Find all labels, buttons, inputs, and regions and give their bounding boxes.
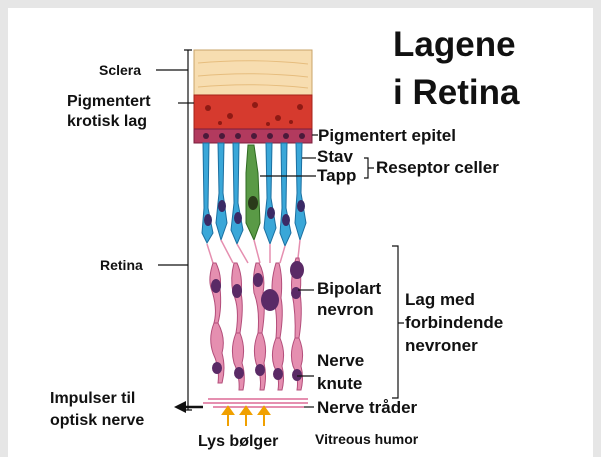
title-line-1: Lagene xyxy=(393,25,516,64)
label-connecting-3: nevroner xyxy=(405,336,478,355)
label-pigment-layer-2: krotisk lag xyxy=(67,113,147,130)
label-connecting-2: forbindende xyxy=(405,313,503,332)
retina-layers-diagram: Lagene i Retina Sclera Pigmentert krotis… xyxy=(8,8,593,457)
label-connecting-1: Lag med xyxy=(405,290,475,309)
label-pigment-epithelium: Pigmentert epitel xyxy=(318,126,456,145)
label-impulse-1: Impulser til xyxy=(50,390,135,407)
figure-frame: Lagene i Retina Sclera Pigmentert krotis… xyxy=(8,8,593,457)
label-rod: Stav xyxy=(317,147,353,166)
sclera-layer xyxy=(194,50,312,95)
light-arrows xyxy=(223,407,269,426)
label-retina: Retina xyxy=(100,257,143,273)
label-receptor-cells: Reseptor celler xyxy=(376,158,499,177)
bipolar-neurons xyxy=(210,258,301,338)
label-pigment-layer-1: Pigmentert xyxy=(67,93,151,110)
label-cone: Tapp xyxy=(317,166,356,185)
cone-cell xyxy=(246,145,260,240)
ganglion-cells xyxy=(211,323,303,390)
tissue-column xyxy=(194,50,312,143)
nerve-fibers xyxy=(203,399,308,407)
pigmented-choroid-layer xyxy=(194,95,312,129)
label-sclera: Sclera xyxy=(99,62,141,78)
label-ganglion-1: Nerve xyxy=(317,351,364,370)
label-impulse-2: optisk nerve xyxy=(50,412,144,429)
label-bipolar-1: Bipolart xyxy=(317,279,382,298)
label-ganglion-2: knute xyxy=(317,374,362,393)
label-vitreous: Vitreous humor xyxy=(315,431,419,447)
title-line-2: i Retina xyxy=(393,73,520,112)
label-nerve-fibers: Nerve tråder xyxy=(317,398,418,417)
label-bipolar-2: nevron xyxy=(317,300,374,319)
label-light-waves: Lys bølger xyxy=(198,433,278,450)
